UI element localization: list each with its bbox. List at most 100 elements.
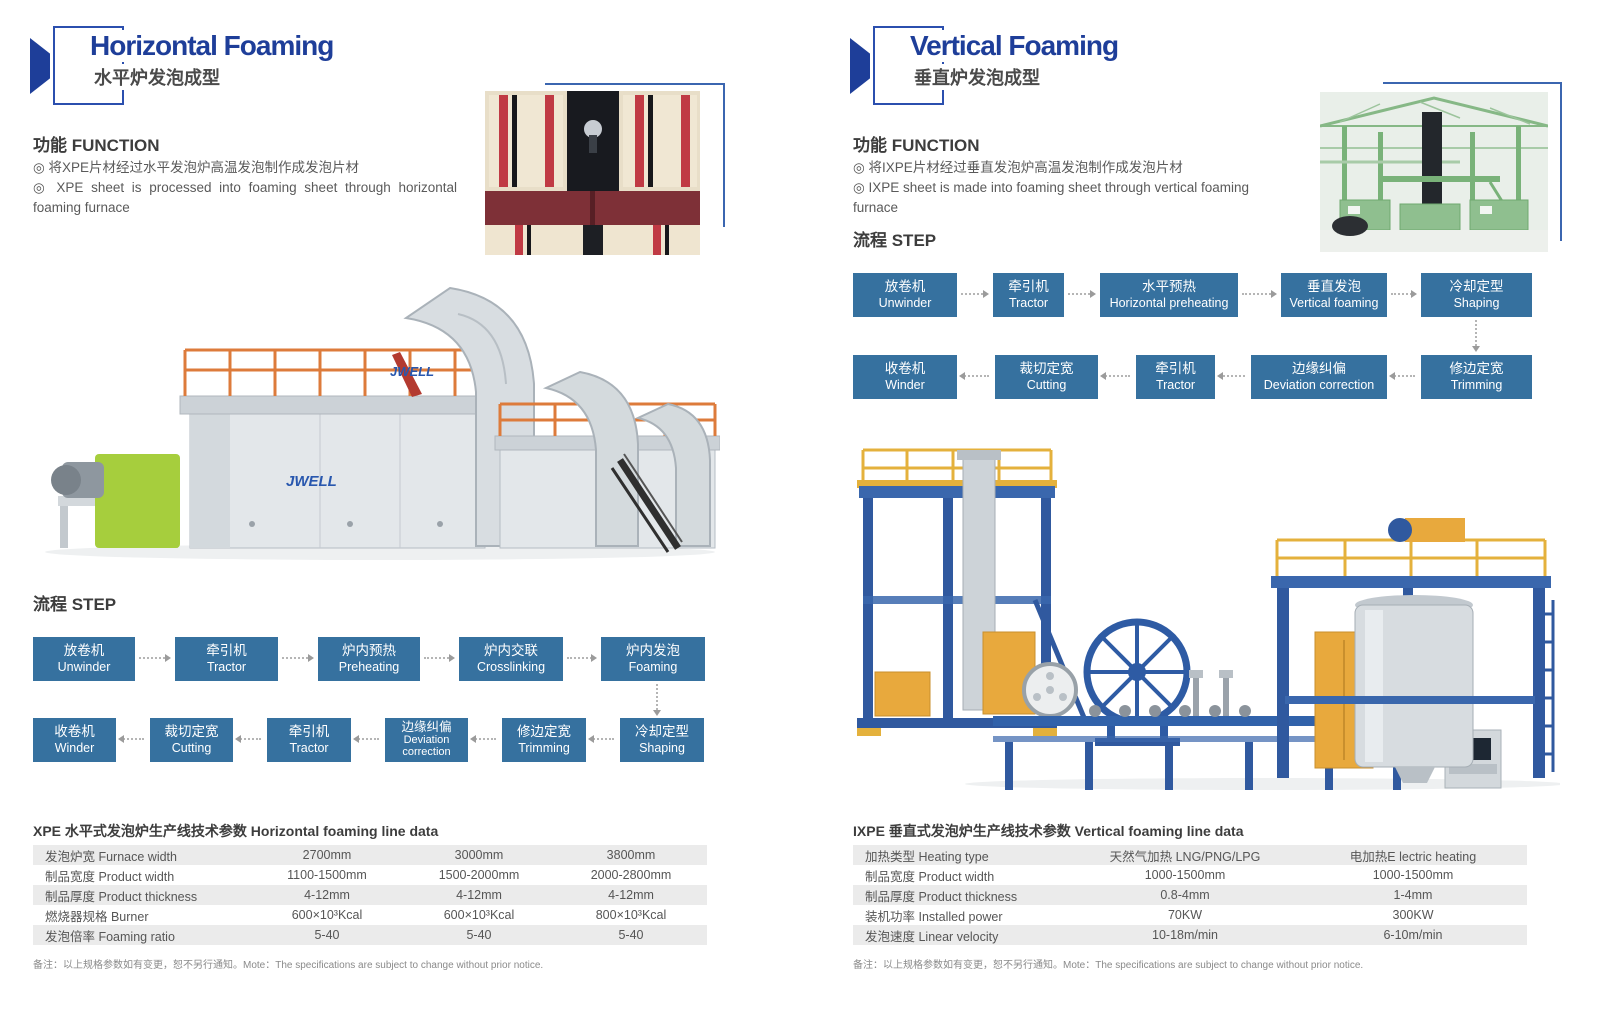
spool-wheel [1083, 618, 1191, 746]
table-title: XPE 水平式发泡炉生产线技术参数 Horizontal foaming lin… [33, 823, 439, 839]
flow-arrow-left-icon [235, 735, 261, 743]
table-row: 加热类型 Heating type 天然气加热 LNG/PNG/LPG 电加热E… [853, 845, 1527, 865]
step-label-cn: 裁切定宽 [164, 724, 219, 739]
step-label-en: Foaming [628, 660, 678, 674]
table-value: 天然气加热 LNG/PNG/LPG [1109, 849, 1261, 864]
step-label-en: Deviation correction [1263, 378, 1375, 392]
horizontal-foaming-machine-illustration: JWELL JWELL [45, 286, 720, 560]
table-value: 2700mm [302, 848, 352, 862]
table-value: 4-12mm [608, 888, 654, 902]
function-bullet: ◎ 将IXPE片材经过垂直发泡炉高温发泡制作成发泡片材 [853, 160, 1183, 175]
step-label-en: Winder [54, 741, 95, 755]
table-value: 4-12mm [456, 888, 502, 902]
step-label-en: Tractor [206, 660, 247, 674]
header-flag-icon [850, 38, 870, 94]
step-label-en: Unwinder [57, 660, 111, 674]
table-row: 制品厚度 Product thickness 4-12mm 4-12mm 4-1… [33, 885, 707, 905]
step-label-cn: 牵引机 [206, 643, 247, 658]
step-label-cn: 牵引机 [288, 724, 330, 739]
table-value: 600×10³Kcal [291, 908, 363, 922]
table-label: 装机功率 Installed power [865, 909, 1003, 924]
table-value: 10-18m/min [1152, 928, 1218, 942]
table-row: 制品宽度 Product width 1000-1500mm 1000-1500… [853, 865, 1527, 885]
flow-arrow-right-icon [424, 654, 455, 662]
step-label-cn: 裁切定宽 [1019, 361, 1074, 376]
flow-step-tractor-2: 牵引机 Tractor [1136, 355, 1215, 399]
flow-step-preheating: 炉内预热 Preheating [318, 637, 420, 681]
flow-step-crosslinking: 炉内交联 Crosslinking [459, 637, 563, 681]
table-value: 电加热E lectric heating [1349, 849, 1477, 864]
table-value: 3800mm [606, 848, 656, 862]
step-label-cn: 修边定宽 [517, 724, 571, 739]
table-label: 加热类型 Heating type [865, 849, 989, 864]
table-row: 发泡炉宽 Furnace width 2700mm 3000mm 3800mm [33, 845, 707, 865]
machine-logo: JWELL [390, 364, 434, 379]
flow-step-horizontal-preheating: 水平预热 Horizontal preheating [1100, 273, 1238, 317]
table-row: 燃烧器规格 Burner 600×10³Kcal 600×10³Kcal 800… [33, 905, 707, 925]
step-label-en: Tractor [289, 741, 329, 755]
step-label-cn: 边缘纠偏 [401, 720, 452, 735]
flow-arrow-right-icon [567, 654, 597, 662]
step-heading: 流程 STEP [33, 595, 117, 614]
table-row: 制品宽度 Product width 1100-1500mm 1500-2000… [33, 865, 707, 885]
table-label: 制品厚度 Product thickness [45, 889, 198, 904]
flow-step-trimming: 修边定宽 Trimming [502, 718, 586, 762]
flow-arrow-left-icon [1389, 372, 1415, 380]
step-label-cn: 垂直发泡 [1307, 279, 1361, 294]
function-bullets: ◎ 将XPE片材经过水平发泡炉高温发泡制作成发泡片材 ◎ XPE sheet i… [33, 158, 457, 218]
step-label-en: Cutting [171, 741, 212, 755]
table-value: 70KW [1167, 908, 1203, 922]
step-label-cn: 炉内交联 [484, 643, 538, 658]
flow-arrow-left-icon [1217, 372, 1245, 380]
page-title-vertical: Vertical Foaming [904, 30, 1125, 62]
step-label-cn: 放卷机 [884, 279, 926, 294]
step-label-en: Unwinder [878, 296, 932, 310]
step-label-cn: 边缘纠偏 [1292, 361, 1346, 376]
step-label-cn: 放卷机 [63, 643, 105, 658]
flow-step-trimming: 修边定宽 Trimming [1421, 355, 1532, 399]
step-label-cn: 炉内发泡 [626, 643, 680, 658]
flow-step-shaping: 冷却定型 Shaping [1421, 273, 1532, 317]
flow-arrow-left-icon [959, 372, 989, 380]
table-value: 1000-1500mm [1372, 868, 1454, 882]
flow-arrow-right-icon [282, 654, 314, 662]
flow-arrow-right-icon [139, 654, 171, 662]
factory-photo [1320, 92, 1548, 252]
step-label-en: Vertical foaming [1289, 296, 1379, 310]
flow-step-tractor-2: 牵引机 Tractor [267, 718, 351, 762]
table-label: 制品宽度 Product width [45, 869, 175, 884]
step-label-en: Tractor [1155, 378, 1196, 392]
function-bullet: ◎ IXPE sheet is made into foaming sheet … [853, 180, 1249, 215]
flow-arrow-left-icon [353, 735, 379, 743]
step-label-en: Shaping [639, 741, 685, 755]
table-row: 装机功率 Installed power 70KW 300KW [853, 905, 1527, 925]
table-row: 发泡倍率 Foaming ratio 5-40 5-40 5-40 [33, 925, 707, 945]
flow-step-tractor: 牵引机 Tractor [175, 637, 278, 681]
step-label-cn: 牵引机 [1008, 279, 1049, 294]
step-label-cn: 水平预热 [1142, 279, 1196, 294]
step-label-en: Preheating [338, 660, 400, 674]
left-mat [489, 95, 563, 187]
step-label-en: Horizontal preheating [1109, 296, 1229, 310]
flow-arrow-left-icon [588, 735, 614, 743]
step-label-en: Winder [885, 378, 925, 392]
function-bullet: ◎ 将XPE片材经过水平发泡炉高温发泡制作成发泡片材 [33, 160, 360, 175]
table-title: IXPE 垂直式发泡炉生产线技术参数 Vertical foaming line… [853, 823, 1244, 839]
table-label: 发泡速度 Linear velocity [865, 929, 999, 944]
header-flag-icon [30, 38, 50, 94]
step-label-en: Tractor [1008, 296, 1049, 310]
step-label-cn: 冷却定型 [635, 724, 689, 739]
step-label-en: Cutting [1026, 378, 1067, 392]
table-value: 4-12mm [304, 888, 350, 902]
step-label-cn: 炉内预热 [342, 643, 396, 658]
photo-corner-frame [1383, 82, 1562, 241]
flow-step-foaming: 炉内发泡 Foaming [601, 637, 705, 681]
flow-arrow-right-icon [1068, 290, 1096, 298]
function-heading: 功能 FUNCTION [33, 136, 160, 155]
table-value: 3000mm [454, 848, 504, 862]
flow-arrow-right-icon [961, 290, 989, 298]
table-value: 6-10m/min [1383, 928, 1443, 942]
table-label: 发泡炉宽 Furnace width [45, 849, 177, 864]
